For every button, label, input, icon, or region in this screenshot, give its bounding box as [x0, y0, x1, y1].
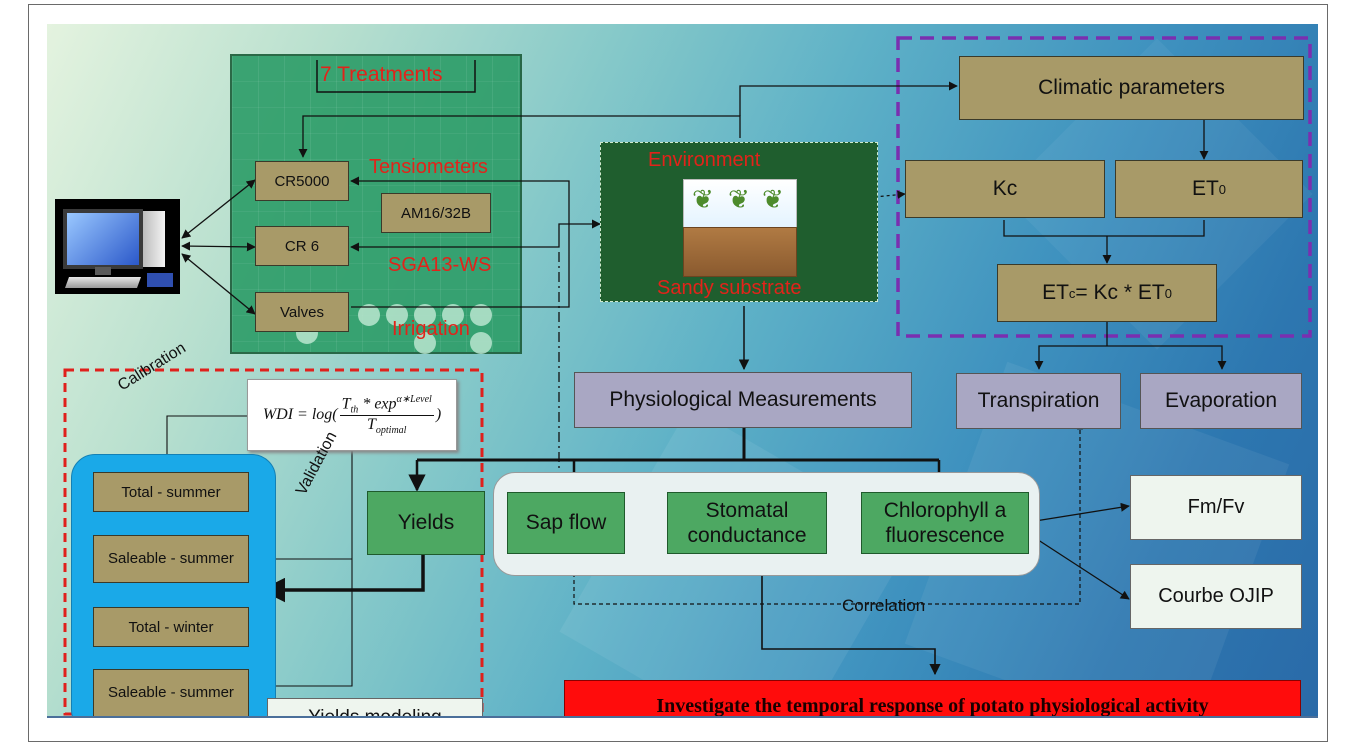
objective-banner: Investigate the temporal response of pot…: [564, 680, 1301, 718]
physio-box: Physiological Measurements: [574, 372, 912, 428]
board-dot: [414, 304, 436, 326]
environment-label: Environment: [648, 149, 761, 171]
wdi-formula: WDI = log( Tth * expα∗Level Toptimal ): [247, 379, 457, 451]
soil-block: [683, 227, 797, 277]
sandy-label: Sandy substrate: [657, 277, 802, 299]
canvas-bottom-border: [47, 716, 1318, 718]
sga-label: SGA13-WS: [388, 254, 492, 276]
yields-box: Yields: [367, 491, 485, 555]
fmfv-box: Fm/Fv: [1130, 475, 1302, 540]
formula-fraction: Tth * expα∗Level Toptimal: [339, 393, 434, 437]
environment-panel: Environment ❦ ❦ ❦ Sandy substrate: [600, 142, 878, 302]
chlorophyll-box: Chlorophyll a fluorescence: [861, 492, 1029, 554]
sap-flow-box: Sap flow: [507, 492, 625, 554]
board-dot: [470, 304, 492, 326]
board-dot: [442, 304, 464, 326]
board-dot: [358, 304, 380, 326]
evaporation-box: Evaporation: [1140, 373, 1302, 429]
pc-tower: [143, 211, 165, 267]
am16-box: AM16/32B: [381, 193, 491, 233]
plant-icon: ❦: [692, 184, 714, 214]
computer-icon: [55, 199, 180, 294]
yields-modeling-box: Yields modeling: [267, 698, 483, 718]
tensiometers-label: Tensiometers: [369, 156, 488, 178]
monitor-screen: [63, 209, 143, 269]
climate-region-border: [896, 36, 1312, 338]
yield-item: Total - winter: [93, 607, 249, 647]
board-dot: [470, 332, 492, 354]
yield-item: Saleable - summer: [93, 535, 249, 583]
board-dot: [414, 332, 436, 354]
yield-item: Total - summer: [93, 472, 249, 512]
climatic-box: Climatic parameters: [959, 56, 1304, 120]
valves-box: Valves: [255, 292, 349, 332]
stomatal-box: Stomatal conductance: [667, 492, 827, 554]
irrigation-label: Irrigation: [392, 318, 470, 340]
plant-icon: ❦: [762, 184, 784, 214]
board-dot: [386, 304, 408, 326]
yield-item: Saleable - summer: [93, 669, 249, 717]
transpiration-box: Transpiration: [956, 373, 1121, 429]
plant-icon: ❦: [728, 184, 750, 214]
keyboard: [64, 277, 142, 288]
ojip-box: Courbe OJIP: [1130, 564, 1302, 629]
treatments-label: 7 Treatments: [320, 63, 443, 86]
correlation-label: Correlation: [842, 596, 926, 615]
cr6-box: CR 6: [255, 226, 349, 266]
greenhouse-top: ❦ ❦ ❦: [683, 179, 797, 229]
cr5000-box: CR5000: [255, 161, 349, 201]
mousepad: [147, 273, 173, 287]
formula-denominator: Toptimal: [366, 416, 407, 437]
diagram-canvas: 7 Treatments Tensiometers SGA13-WS Irrig…: [47, 24, 1318, 718]
formula-numerator: Tth * expα∗Level: [339, 393, 434, 417]
kc-box: Kc: [905, 160, 1105, 218]
monitor-stand: [95, 267, 111, 275]
